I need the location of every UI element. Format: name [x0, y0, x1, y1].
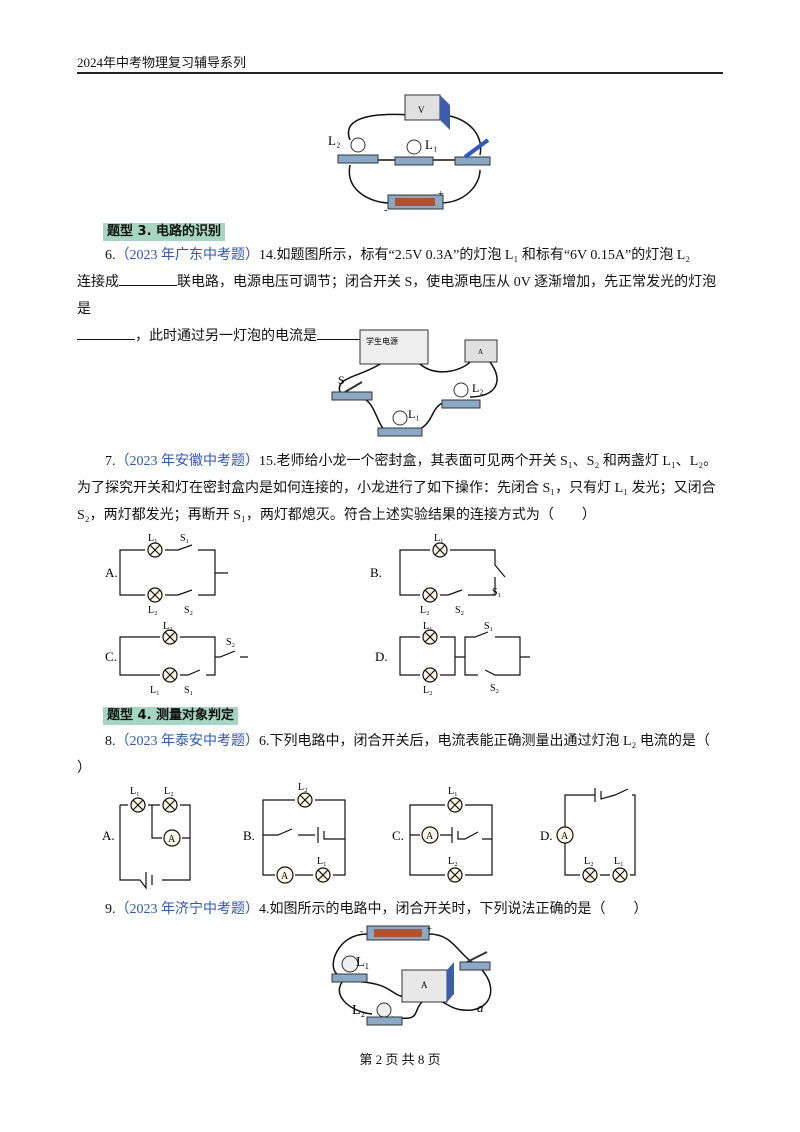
svg-text:S₂: S₂: [455, 605, 464, 616]
svg-text:L₁: L₁: [150, 685, 160, 696]
svg-text:S₂: S₂: [184, 605, 193, 616]
section-title-3: 题型 3. 电路的识别: [103, 223, 226, 241]
question-8: 8.（2023 年泰安中考题）6.下列电路中，闭合开关后，电流表能正确测量出通过…: [77, 734, 710, 776]
q7-source: （2023 年安徽中考题）: [115, 454, 260, 469]
q7-option-d: D.: [375, 649, 388, 664]
q7-options: A. B. C. D. L₁ S₁ L₂ S₂ L₁ S₁ L₂ S₂ L₂ S₂ L₁ S…: [105, 533, 530, 696]
q8-option-a: A.: [102, 828, 115, 843]
svg-text:S₁: S₁: [184, 685, 193, 696]
svg-text:S₁: S₁: [492, 587, 501, 598]
q9-source: （2023 年济宁中考题）: [115, 902, 260, 917]
svg-text:L₂: L₂: [148, 605, 158, 616]
svg-text:L₁: L₁: [434, 533, 444, 544]
q7-option-c: C.: [105, 649, 117, 664]
svg-text:L₂: L₂: [420, 605, 430, 616]
bulb-l2-icon: [337, 137, 379, 164]
svg-text:L₁: L₁: [408, 407, 420, 421]
label-l1: L₁: [425, 137, 437, 152]
header-divider: [77, 72, 723, 74]
q6-blank-3[interactable]: [317, 325, 375, 340]
q8-options: A A A A L₁ L₂ L₂ L₁ L₁ L₂ L₂ L₁ A. B. C. D.: [102, 782, 636, 890]
label-s: S: [338, 373, 345, 387]
q8-option-c: C.: [392, 828, 404, 843]
question-7: 7.（2023 年安徽中考题）15.老师给小龙一个密封盒，其表面可见两个开关 S…: [77, 454, 718, 523]
svg-text:A: A: [281, 871, 289, 882]
page-header: 2024年中考物理复习辅导系列: [77, 55, 247, 70]
svg-text:A: A: [426, 831, 434, 842]
svg-text:S₁: S₁: [484, 621, 493, 632]
svg-text:+: +: [427, 924, 432, 934]
svg-text:+: +: [438, 189, 444, 200]
svg-text:L₁: L₁: [614, 856, 624, 867]
svg-text:L₁: L₁: [148, 533, 158, 544]
q7-option-a: A.: [105, 565, 118, 580]
svg-text:L₂: L₂: [584, 856, 594, 867]
label-l2: L₂: [328, 133, 340, 148]
svg-text:L₂: L₂: [164, 786, 174, 797]
question-9: 9.（2023 年济宁中考题）4.如图所示的电路中，闭合开关时，下列说法正确的是…: [105, 902, 648, 917]
bulb-l1-icon: [394, 139, 434, 166]
svg-text:A: A: [421, 980, 428, 990]
svg-text:L₁: L₁: [448, 786, 458, 797]
svg-text:L₂: L₂: [472, 381, 484, 395]
section-title-4: 题型 4. 测量对象判定: [103, 707, 239, 725]
svg-text:L₂: L₂: [163, 621, 173, 632]
svg-text:S₂: S₂: [490, 683, 499, 694]
svg-text:L₁: L₁: [423, 621, 433, 632]
q7-option-b: B.: [370, 565, 382, 580]
label-a-point: a: [477, 1000, 484, 1015]
svg-text:S₁: S₁: [180, 533, 189, 544]
battery-icon: - +: [384, 189, 444, 215]
svg-text:-: -: [384, 205, 387, 215]
q6-blank-2[interactable]: [77, 325, 135, 340]
svg-text:-: -: [360, 926, 363, 936]
q8-option-d: D.: [540, 828, 553, 843]
svg-text:L₁: L₁: [317, 856, 327, 867]
figure-ammeter-circuit: - + L₁ A a L₂: [331, 924, 492, 1026]
voltmeter-label: V: [418, 105, 425, 115]
svg-text:S₂: S₂: [226, 637, 235, 648]
svg-text:L₂: L₂: [448, 856, 458, 867]
label-l2: L₂: [352, 1003, 366, 1018]
q6-source: （2023 年广东中考题）: [115, 248, 260, 263]
voltmeter-icon: V: [404, 94, 450, 130]
page-footer: 第 2 页 共 8 页: [359, 1052, 441, 1067]
switch-icon: [454, 138, 491, 166]
q8-option-b: B.: [243, 828, 255, 843]
svg-text:L₂: L₂: [423, 685, 433, 696]
svg-text:A: A: [561, 831, 569, 842]
label-l1: L₁: [356, 955, 369, 970]
q6-blank-1[interactable]: [119, 271, 177, 286]
svg-text:A: A: [168, 834, 176, 845]
power-supply-label: 学生电源: [366, 336, 398, 346]
svg-text:A: A: [478, 348, 483, 356]
svg-text:L₂: L₂: [298, 782, 308, 793]
svg-text:L₁: L₁: [130, 786, 140, 797]
q8-source: （2023 年泰安中考题）: [115, 734, 260, 749]
figure-power-supply-circuit: 学生电源 A S L₂ L₁: [331, 329, 498, 437]
figure-voltmeter-circuit: V L₂ L₁ - +: [328, 94, 491, 215]
question-6: 6.（2023 年广东中考题）14.如题图所示，标有“2.5V 0.3A”的灯泡…: [77, 248, 717, 344]
